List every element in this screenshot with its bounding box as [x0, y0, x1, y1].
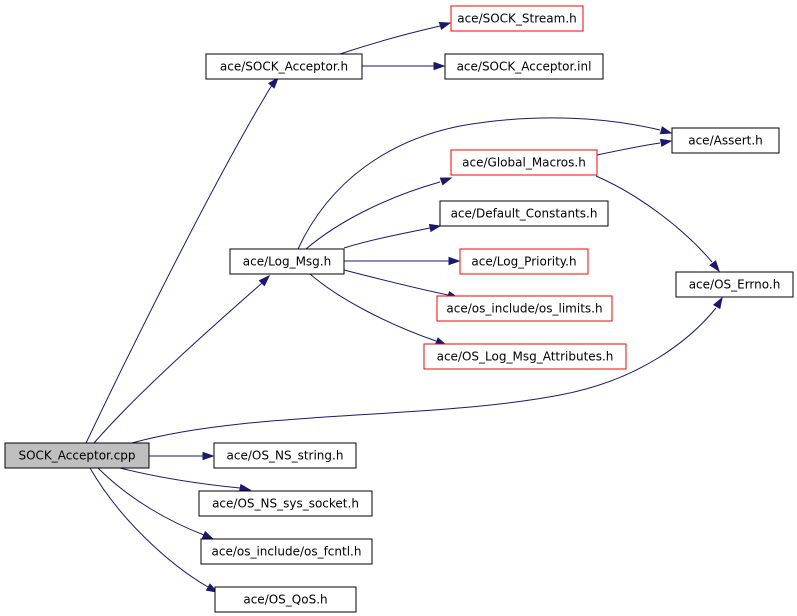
node-os_log_msg_attributes_h[interactable]: ace/OS_Log_Msg_Attributes.h: [423, 343, 627, 370]
node-box: [450, 149, 598, 176]
node-label: ace/SOCK_Acceptor.h: [220, 60, 348, 74]
node-sock_acceptor_h[interactable]: ace/SOCK_Acceptor.h: [205, 53, 363, 80]
node-os_fcntl_h[interactable]: ace/os_include/os_fcntl.h: [200, 538, 373, 565]
edge-line: [309, 273, 437, 342]
edge-arrowhead: [712, 296, 723, 310]
node-box: [214, 586, 357, 613]
edge-arrowhead: [258, 274, 271, 287]
node-os_errno_h[interactable]: ace/OS_Errno.h: [675, 271, 794, 298]
node-sock_acceptor_inl[interactable]: ace/SOCK_Acceptor.inl: [444, 53, 604, 80]
node-os_ns_sys_socket_h[interactable]: ace/OS_NS_sys_socket.h: [198, 490, 373, 517]
edge-arrowhead: [659, 138, 673, 148]
node-label: ace/Log_Priority.h: [471, 255, 576, 269]
edge-arrowhead: [709, 260, 720, 273]
node-box: [229, 248, 345, 275]
edge-log_msg_h-to-global_macros_h: [305, 177, 453, 250]
node-label: ace/SOCK_Acceptor.inl: [457, 60, 592, 74]
node-box: [198, 490, 373, 517]
node-box: [459, 248, 589, 275]
edge-log_msg_h-to-default_constants_h: [343, 223, 442, 249]
edge-sock_acceptor_cpp-to-os_fcntl_h: [97, 467, 215, 540]
node-box: [450, 5, 584, 32]
node-label: ace/OS_NS_sys_socket.h: [212, 497, 359, 511]
edge-sock_acceptor_cpp-to-os_ns_string_h: [149, 451, 215, 461]
node-os_limits_h[interactable]: ace/os_include/os_limits.h: [436, 295, 613, 322]
node-box: [436, 295, 613, 322]
node-box: [4, 442, 150, 469]
node-label: ace/Default_Constants.h: [451, 207, 598, 221]
node-label: ace/OS_QoS.h: [243, 593, 327, 607]
node-os_qos_h[interactable]: ace/OS_QoS.h: [214, 586, 357, 613]
edge-line: [297, 117, 661, 250]
edge-line: [97, 467, 205, 536]
edge-arrowhead: [267, 76, 279, 89]
node-label: ace/Log_Msg.h: [243, 255, 331, 269]
node-box: [671, 127, 780, 154]
node-sock_stream_h[interactable]: ace/SOCK_Stream.h: [450, 5, 584, 32]
node-label: ace/os_include/os_limits.h: [446, 302, 602, 316]
node-box: [439, 200, 609, 227]
node-global_macros_h[interactable]: ace/Global_Macros.h: [450, 149, 598, 176]
edge-arrowhead: [205, 583, 219, 593]
node-label: ace/OS_Errno.h: [689, 278, 781, 292]
node-box: [200, 538, 373, 565]
edge-arrowhead: [201, 530, 215, 540]
edge-sock_acceptor_cpp-to-os_errno_h: [131, 296, 723, 444]
edge-log_msg_h-to-assert_h: [297, 117, 673, 250]
node-label: ace/os_include/os_fcntl.h: [212, 545, 362, 559]
node-label: ace/OS_Log_Msg_Attributes.h: [437, 350, 614, 364]
edge-line: [343, 227, 431, 249]
edge-arrowhead: [238, 483, 252, 493]
node-default_constants_h[interactable]: ace/Default_Constants.h: [439, 200, 609, 227]
edge-arrowhead: [659, 126, 673, 135]
edge-line: [595, 175, 713, 263]
node-sock_acceptor_cpp: SOCK_Acceptor.cpp: [4, 442, 150, 469]
node-box: [675, 271, 794, 298]
edge-sock_acceptor_h-to-sock_acceptor_inl: [362, 61, 446, 71]
edge-arrowhead: [438, 21, 452, 31]
edge-sock_acceptor_cpp-to-os_ns_sys_socket_h: [119, 467, 252, 493]
edge-global_macros_h-to-assert_h: [596, 138, 673, 156]
edge-arrowhead: [439, 177, 453, 186]
edge-log_msg_h-to-log_priority_h: [344, 256, 461, 266]
edge-line: [343, 269, 449, 296]
edge-arrowhead: [202, 451, 215, 461]
node-log_priority_h[interactable]: ace/Log_Priority.h: [459, 248, 589, 275]
edge-sock_acceptor_cpp-to-log_msg_h: [93, 274, 271, 444]
nodes-layer: SOCK_Acceptor.cpp ace/SOCK_Acceptor.h ace/…: [4, 5, 794, 613]
edge-line: [85, 84, 273, 444]
edge-sock_acceptor_h-to-sock_stream_h: [339, 21, 452, 55]
node-box: [423, 343, 627, 370]
edge-arrowhead: [448, 256, 461, 266]
edge-line: [596, 142, 661, 156]
edge-global_macros_h-to-os_errno_h: [595, 175, 720, 273]
node-label: SOCK_Acceptor.cpp: [18, 449, 135, 463]
node-box: [444, 53, 604, 80]
node-log_msg_h[interactable]: ace/Log_Msg.h: [229, 248, 345, 275]
edge-sock_acceptor_cpp-to-sock_acceptor_h: [85, 76, 279, 444]
edge-line: [305, 181, 441, 250]
edge-line: [89, 467, 209, 588]
edge-log_msg_h-to-os_log_msg_attributes_h: [309, 273, 448, 346]
edge-line: [339, 25, 441, 55]
node-box: [213, 442, 357, 469]
node-label: ace/OS_NS_string.h: [227, 449, 344, 463]
node-label: ace/Global_Macros.h: [462, 156, 586, 170]
edge-line: [93, 282, 263, 444]
edges-layer: [85, 21, 723, 593]
node-assert_h[interactable]: ace/Assert.h: [671, 127, 780, 154]
node-box: [205, 53, 363, 80]
edge-line: [131, 307, 717, 444]
node-os_ns_string_h[interactable]: ace/OS_NS_string.h: [213, 442, 357, 469]
edge-arrowhead: [428, 223, 442, 233]
edge-arrowhead: [433, 61, 446, 71]
edge-line: [119, 467, 241, 489]
node-label: ace/SOCK_Stream.h: [457, 12, 577, 26]
edge-sock_acceptor_cpp-to-os_qos_h: [89, 467, 219, 593]
edge-log_msg_h-to-os_limits_h: [343, 269, 460, 300]
node-label: ace/Assert.h: [688, 134, 763, 148]
